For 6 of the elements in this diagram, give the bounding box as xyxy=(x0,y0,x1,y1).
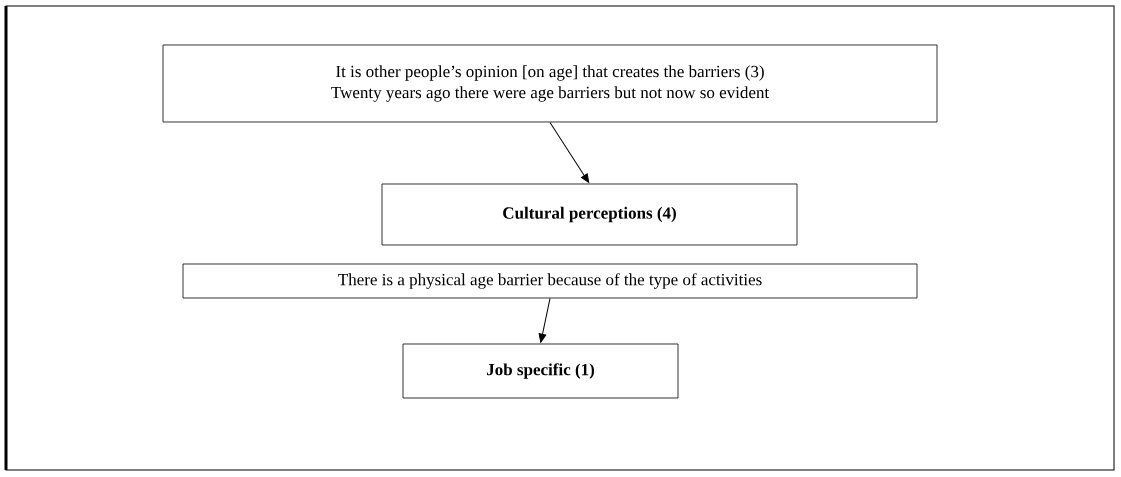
arrow xyxy=(538,297,551,343)
text-box: There is a physical age barrier because of the type of activities xyxy=(182,263,918,299)
text-box: It is other people’s opinion [on age] that creates the barriers (3) Twenty years ago there were age barriers but not now so evident xyxy=(162,44,938,123)
arrow xyxy=(549,121,590,183)
text-box: Cultural perceptions (4) xyxy=(381,183,798,246)
text-box: Job specific (1) xyxy=(402,343,679,399)
